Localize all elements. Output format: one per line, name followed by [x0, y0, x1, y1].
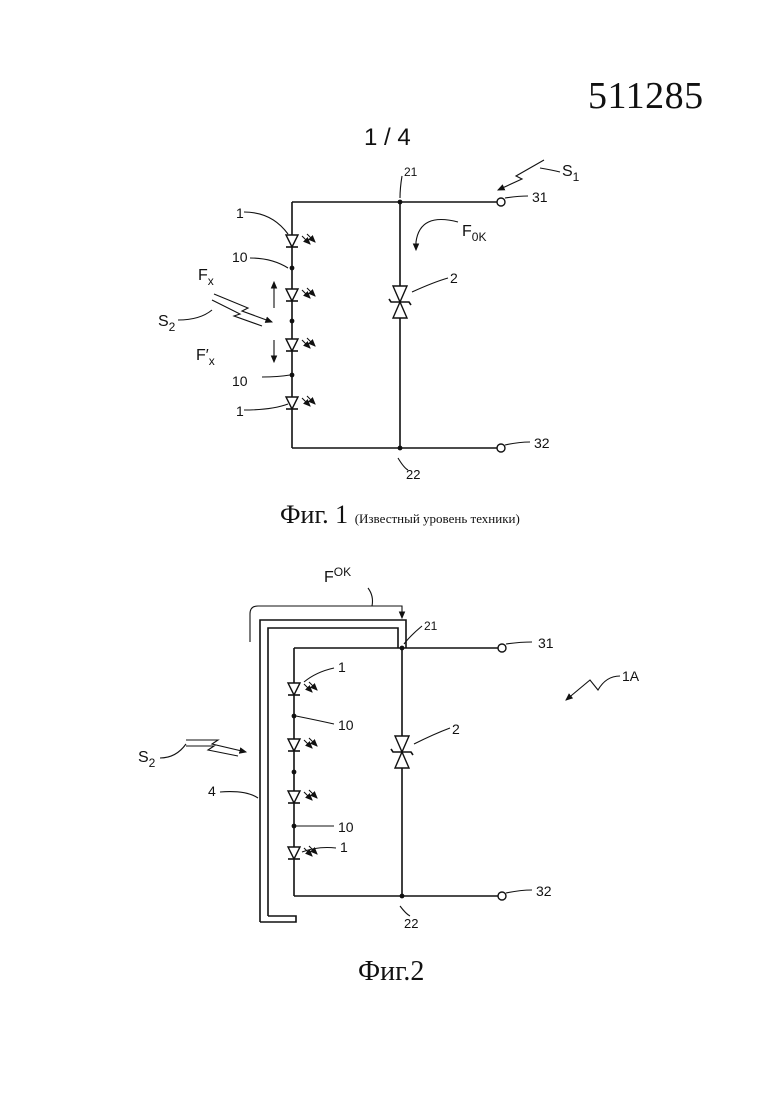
fig2-connector-bottom-label: 10 — [338, 819, 354, 835]
fig1-connector-bottom-label: 10 — [232, 373, 248, 389]
fig1-signal-s1-label: S1 — [562, 163, 580, 184]
terminal-31 — [498, 644, 506, 652]
fig1-flow-fx-label: Fx — [198, 267, 214, 288]
led-3 — [286, 338, 315, 351]
suppressor-2 — [389, 286, 411, 318]
figure-1: 1 10 10 1 21 22 31 32 2 S1 F0K Fx S2 F′x — [158, 160, 580, 482]
led-4 — [286, 396, 315, 409]
terminal-31 — [497, 198, 505, 206]
fig2-led-bottom-label: 1 — [340, 839, 348, 855]
led-2 — [286, 288, 315, 301]
fig2-connector-top-label: 10 — [338, 717, 354, 733]
figure-1-caption: Фиг. 1 (Известный уровень техники) — [280, 500, 520, 530]
led-1 — [286, 234, 315, 247]
shield-4 — [260, 620, 406, 922]
fig1-flow-fx-prime-label: F′x — [196, 347, 215, 368]
figure-2: 1 10 10 1 21 22 31 32 2 4 1A S2 FOK — [138, 565, 640, 931]
fig2-flow-fok-label: FOK — [324, 565, 351, 586]
fig1-led-top-label: 1 — [236, 205, 244, 221]
figure-2-caption: Фиг.2 — [358, 956, 424, 988]
led-1 — [288, 682, 317, 695]
fig1-led-bottom-label: 1 — [236, 403, 244, 419]
fig1-flow-fok-label: F0K — [462, 223, 486, 244]
terminal-32 — [497, 444, 505, 452]
fig1-suppressor-label: 2 — [450, 270, 458, 286]
fig2-terminal-31-label: 31 — [538, 635, 554, 651]
fig2-node-22-label: 22 — [404, 916, 418, 931]
terminal-32 — [498, 892, 506, 900]
fig2-led-top-label: 1 — [338, 659, 346, 675]
fig1-signal-s2-label: S2 — [158, 313, 176, 334]
led-2 — [288, 738, 317, 751]
fig2-node-21-label: 21 — [424, 619, 438, 633]
suppressor-2 — [391, 736, 413, 768]
fig1-connector-top-label: 10 — [232, 249, 248, 265]
fig2-suppressor-label: 2 — [452, 721, 460, 737]
fig1-terminal-32-label: 32 — [534, 435, 550, 451]
fig2-assembly-label: 1A — [622, 668, 640, 684]
fig2-signal-s2-label: S2 — [138, 749, 156, 770]
fig1-node-21-label: 21 — [404, 165, 418, 179]
fig2-terminal-32-label: 32 — [536, 883, 552, 899]
led-3 — [288, 790, 317, 803]
fig2-shield-label: 4 — [208, 783, 216, 799]
fig1-node-22-label: 22 — [406, 467, 420, 482]
led-4 — [288, 846, 317, 859]
fig1-terminal-31-label: 31 — [532, 189, 548, 205]
